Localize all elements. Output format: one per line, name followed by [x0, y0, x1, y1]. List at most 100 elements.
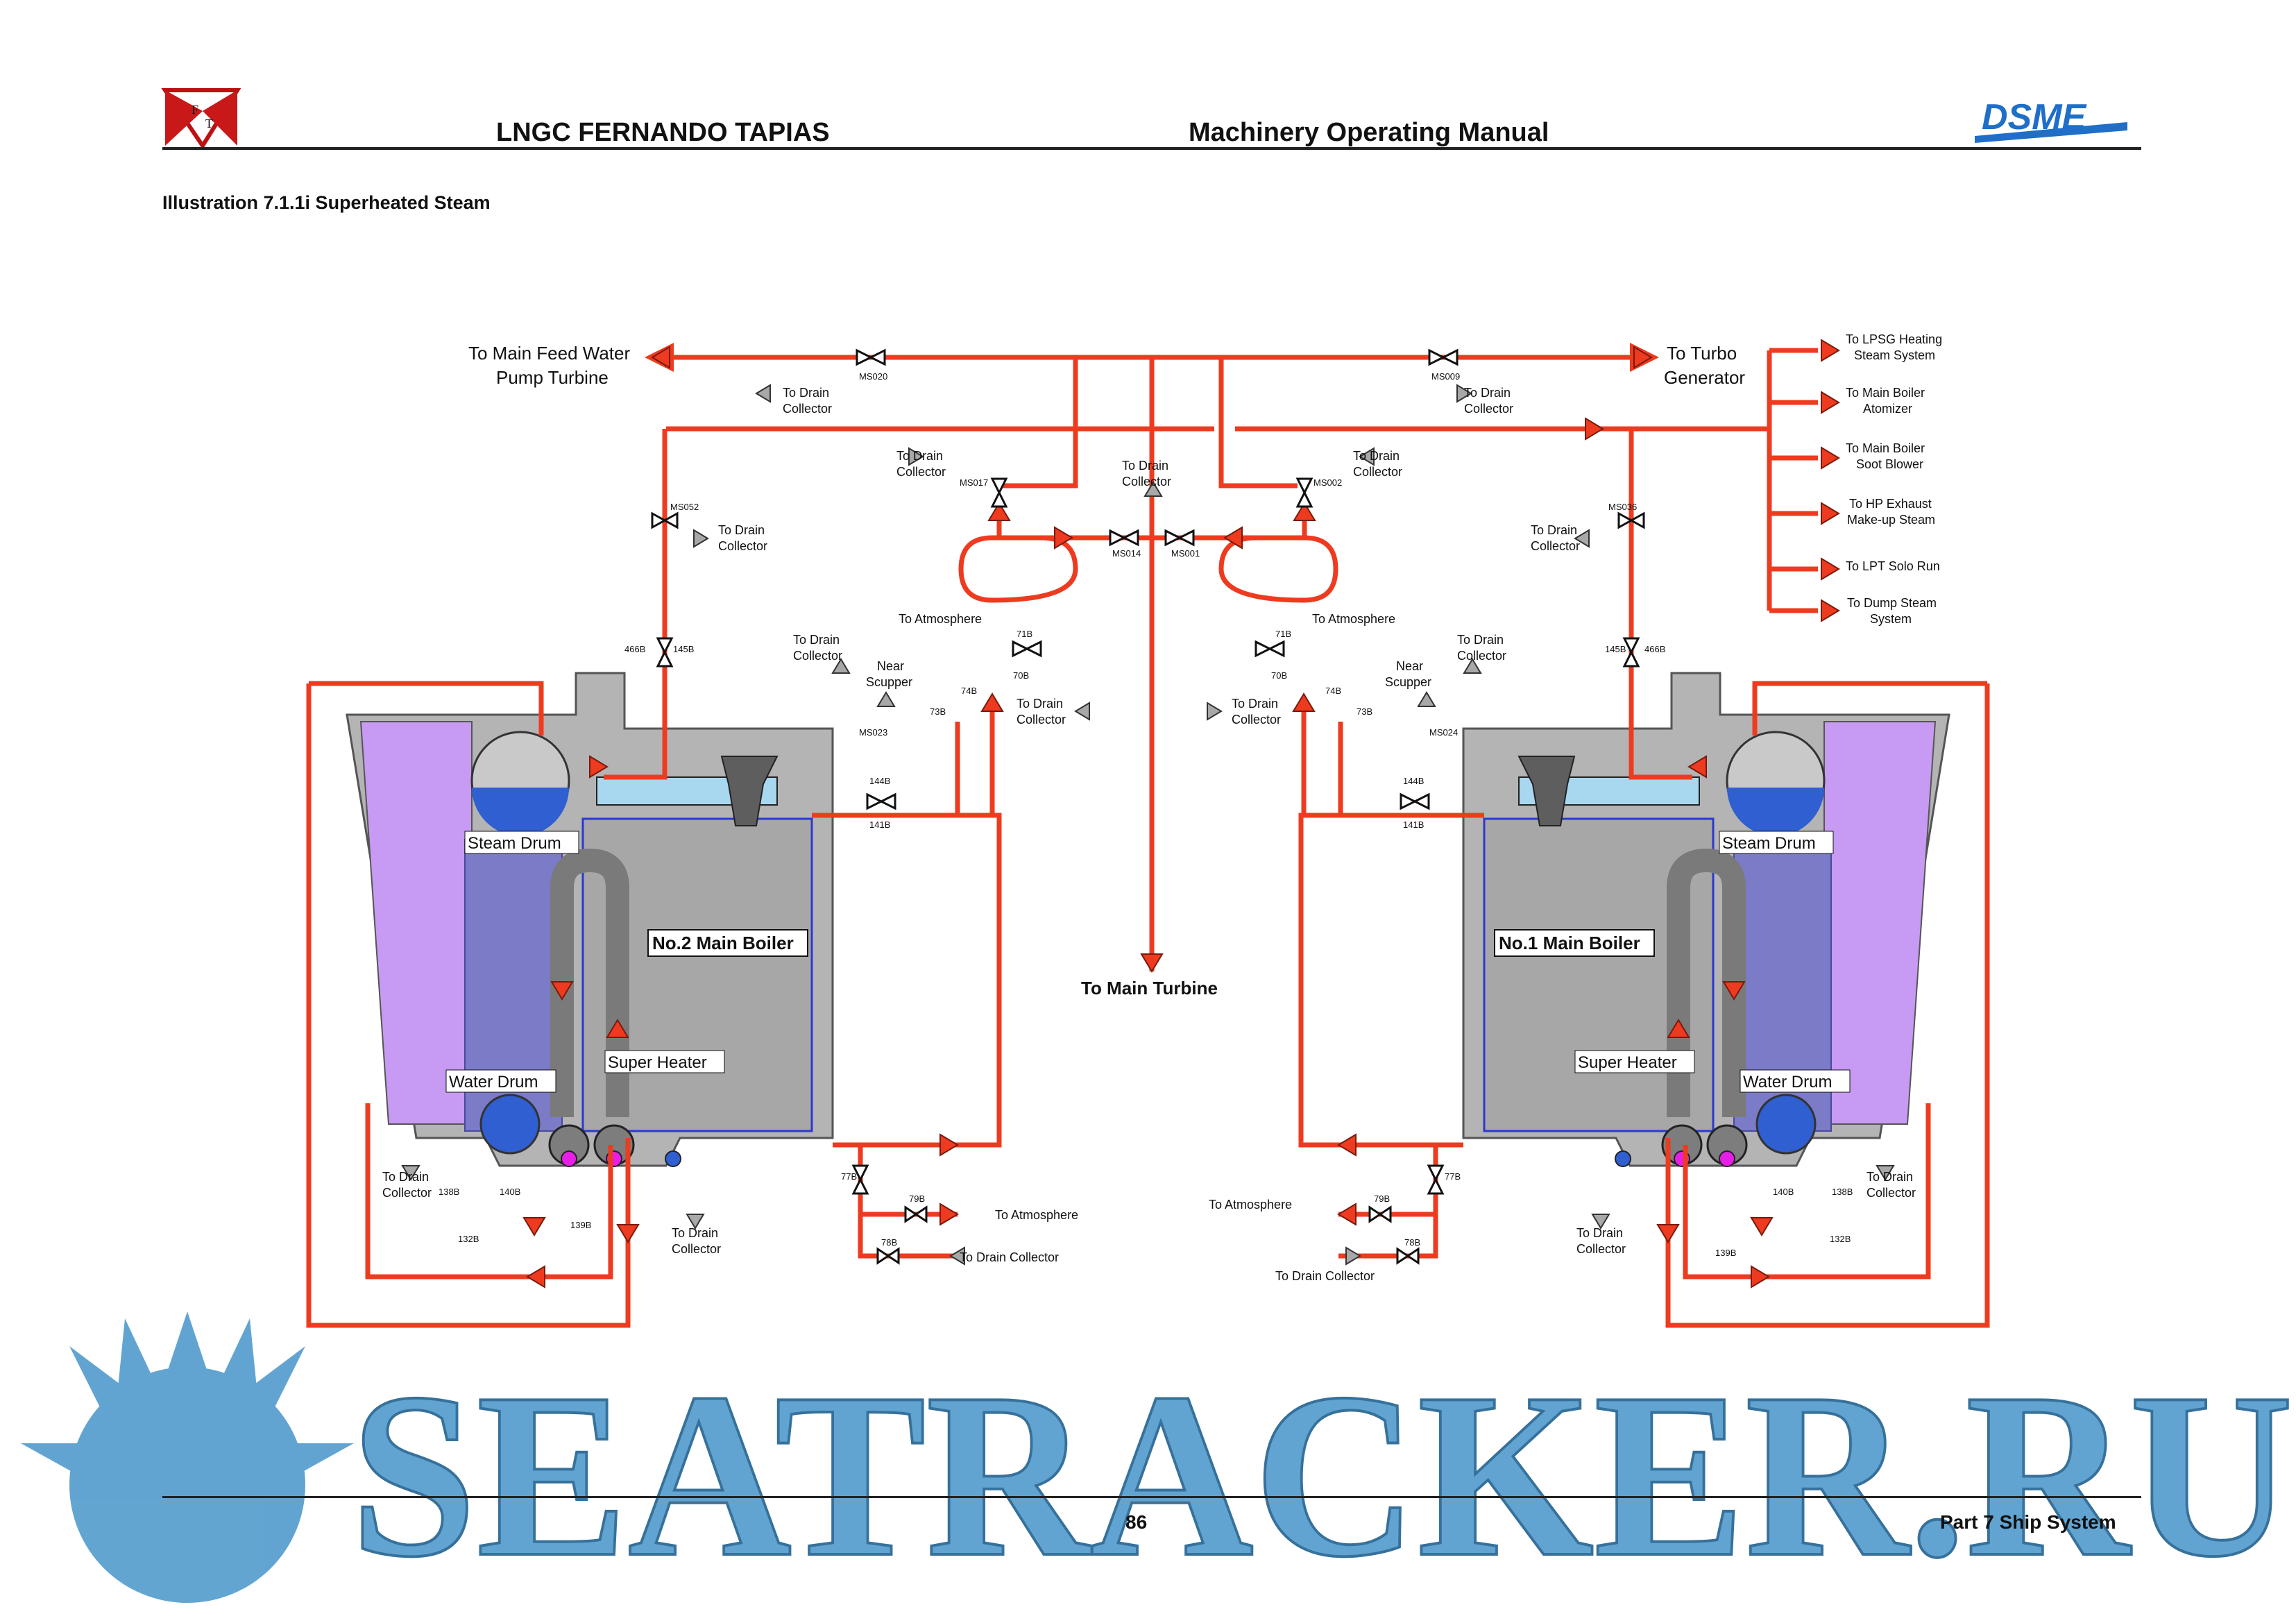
watermark: SEATRACKER.RU: [21, 1311, 2295, 1607]
label-drain-center-1: To Drain: [1122, 459, 1168, 473]
tag-79b-left: 79B: [909, 1193, 925, 1204]
valve-144b-right[interactable]: [1400, 792, 1430, 810]
label-drain-no1-center-2: Collector: [1576, 1242, 1626, 1256]
tag-140b-left: 140B: [500, 1187, 520, 1197]
label-drain-78b-left: To Drain Collector: [960, 1250, 1059, 1264]
valve-ms002[interactable]: [1295, 477, 1313, 508]
label-drain-ms009-1: To Drain: [1464, 386, 1511, 400]
manual-title: Machinery Operating Manual: [1189, 118, 1549, 147]
no1-main-boiler: [1462, 672, 1950, 1167]
tag-138b-right: 138B: [1832, 1187, 1853, 1197]
no1-header-dot-right: [1719, 1150, 1735, 1167]
illustration-title: Illustration 7.1.1i Superheated Steam: [162, 192, 491, 213]
valve-ms052[interactable]: [651, 511, 679, 529]
no2-boiler-insulation: [359, 721, 473, 1125]
no1-super-heater-box: [1574, 1050, 1695, 1073]
label-drain-no1-center-1: To Drain: [1576, 1226, 1623, 1240]
label-atmosphere-left-top: To Atmosphere: [899, 612, 982, 626]
tag-70b-left: 70B: [1013, 670, 1029, 681]
tag-466b-left: 466B: [624, 644, 645, 654]
tag-77b-left: 77B: [841, 1171, 857, 1182]
tag-145b-left: 145B: [673, 644, 694, 654]
label-dump-steam-2: System: [1870, 612, 1912, 626]
valve-77b-left[interactable]: [851, 1164, 869, 1195]
label-no1-super-heater: Super Heater: [1578, 1053, 1677, 1072]
tag-132b-left: 132B: [458, 1234, 479, 1244]
valve-145b-right[interactable]: [1622, 637, 1640, 668]
valve-ms017[interactable]: [990, 477, 1008, 508]
label-lpsg-1: To LPSG Heating: [1846, 332, 1942, 346]
footer-rule: [162, 1496, 2141, 1498]
no2-header-dot-blue: [665, 1150, 681, 1167]
label-drain-center-2: Collector: [1122, 475, 1171, 488]
tag-78b-left: 78B: [881, 1237, 897, 1248]
tag-70b-right: 70B: [1271, 670, 1287, 681]
no1-label-box: [1494, 929, 1655, 957]
label-drain-ms017-2: Collector: [896, 465, 946, 479]
no2-water-drum: [479, 1094, 541, 1155]
valve-78b-right[interactable]: [1396, 1247, 1420, 1265]
label-drain-ms020-2: Collector: [783, 402, 832, 416]
no2-super-heater-box: [604, 1050, 725, 1073]
valve-ms001[interactable]: [1164, 529, 1195, 547]
valve-71b-left[interactable]: [1012, 640, 1042, 658]
label-near-scupper-left-2: Scupper: [866, 675, 912, 689]
no1-boiler-insulation: [1823, 721, 1937, 1125]
label-turbo-generator-1: To Turbo: [1667, 343, 1737, 364]
label-near-scupper-left-1: Near: [877, 659, 904, 673]
valve-145b-left[interactable]: [656, 637, 674, 668]
valve-79b-left[interactable]: [904, 1205, 928, 1223]
no2-steam-drum-water: [472, 788, 569, 836]
valve-77b-right[interactable]: [1427, 1164, 1445, 1195]
tag-ms017: MS017: [960, 477, 988, 488]
valve-79b-right[interactable]: [1368, 1205, 1392, 1223]
label-near-scupper-right-1: Near: [1396, 659, 1423, 673]
label-drain-no2-center-2: Collector: [672, 1242, 721, 1256]
label-hp-exhaust-1: To HP Exhaust: [1849, 497, 1932, 511]
no2-water-drum-box: [445, 1069, 556, 1093]
label-soot-blower-1: To Main Boiler: [1846, 441, 1925, 455]
valve-78b-left[interactable]: [876, 1247, 900, 1265]
tag-144b-left: 144B: [869, 776, 890, 786]
no1-steam-drum-box: [1719, 831, 1834, 854]
tag-141b-left: 141B: [869, 819, 890, 830]
valve-ms036[interactable]: [1617, 511, 1645, 529]
tag-77b-right: 77B: [1445, 1171, 1461, 1182]
no2-steam-drum-box: [464, 831, 579, 854]
tag-141b-right: 141B: [1403, 819, 1424, 830]
valve-71b-right[interactable]: [1255, 640, 1285, 658]
tag-74b-left: 74B: [961, 686, 977, 696]
tag-74b-right: 74B: [1325, 686, 1341, 696]
label-drain-ms036-2: Collector: [1531, 539, 1580, 553]
watermark-text: SEATRACKER.RU: [350, 1344, 2293, 1606]
footer-section: Part 7 Ship System: [1940, 1511, 2116, 1533]
tag-ms023: MS023: [859, 727, 887, 738]
label-drain-ms017-1: To Drain: [896, 449, 943, 463]
label-drain-70b-left-2: Collector: [1017, 713, 1066, 726]
label-drain-70b-right-2: Collector: [1232, 713, 1281, 726]
tag-139b-right: 139B: [1715, 1248, 1736, 1258]
label-soot-blower-2: Soot Blower: [1856, 457, 1923, 471]
label-drain-ms020-1: To Drain: [783, 386, 829, 400]
label-no2-main-boiler: No.2 Main Boiler: [652, 933, 794, 953]
label-no1-steam-drum: Steam Drum: [1722, 834, 1816, 853]
valve-ms020[interactable]: [856, 348, 886, 366]
label-main-feed-water-1: To Main Feed Water: [468, 343, 630, 364]
label-drain-78b-right: To Drain Collector: [1275, 1269, 1375, 1283]
label-no1-water-drum: Water Drum: [1743, 1073, 1832, 1091]
label-atmosphere-right-top: To Atmosphere: [1312, 612, 1395, 626]
label-lpsg-2: Steam System: [1854, 348, 1935, 362]
flag-letter-f: F: [192, 103, 198, 117]
valve-ms014[interactable]: [1109, 529, 1139, 547]
label-drain-ms002-1: To Drain: [1353, 449, 1400, 463]
valve-ms009[interactable]: [1428, 348, 1459, 366]
tag-73b-right: 73B: [1357, 706, 1372, 717]
page-number: 86: [1125, 1511, 1148, 1533]
label-no2-steam-drum: Steam Drum: [468, 834, 561, 853]
tag-ms001: MS001: [1171, 548, 1200, 559]
label-main-turbine: To Main Turbine: [1081, 978, 1218, 999]
flow-arrows: [522, 339, 1840, 1289]
valve-144b-left[interactable]: [866, 792, 896, 810]
label-drain-no1-right-2: Collector: [1866, 1186, 1916, 1200]
tag-71b-right: 71B: [1275, 629, 1291, 639]
